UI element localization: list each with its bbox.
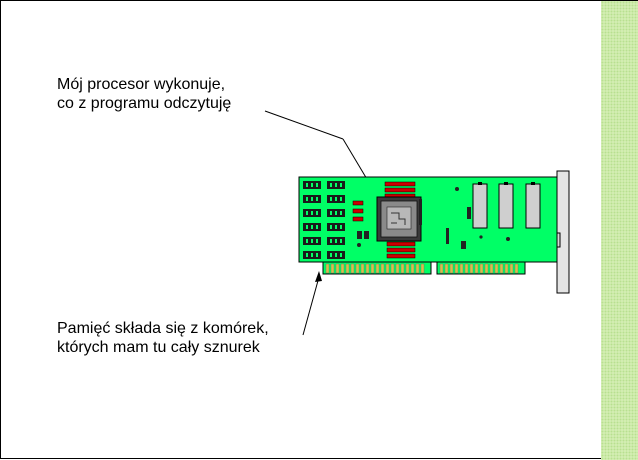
caption-processor-line-2: co z programu odczytuję: [57, 95, 232, 112]
caption-processor-line-1: Mój procesor wykonuje,: [57, 76, 226, 93]
pointer-line-memory: [302, 276, 320, 336]
ram-slots: [384, 181, 416, 259]
caption-memory-line-2: których mam tu cały sznurek: [57, 339, 260, 356]
pointer-line-processor: [264, 110, 344, 140]
expansion-card-illustration: [264, 110, 570, 336]
circuit-board: [298, 176, 558, 263]
memory-cell-pins: [306, 183, 342, 257]
pointer-arrow-memory: [315, 271, 322, 282]
small-components: [352, 200, 369, 247]
caption-memory: Pamięć składa się z komórek, których mam…: [57, 319, 269, 357]
integrated-circuits: [446, 182, 541, 249]
caption-processor: Mój procesor wykonuje, co z programu odc…: [57, 75, 231, 113]
caption-memory-line-1: Pamięć składa się z komórek,: [57, 320, 269, 337]
sidebar-decoration: [601, 1, 638, 460]
processor-chip: [376, 196, 422, 242]
edge-connector: [322, 261, 526, 275]
